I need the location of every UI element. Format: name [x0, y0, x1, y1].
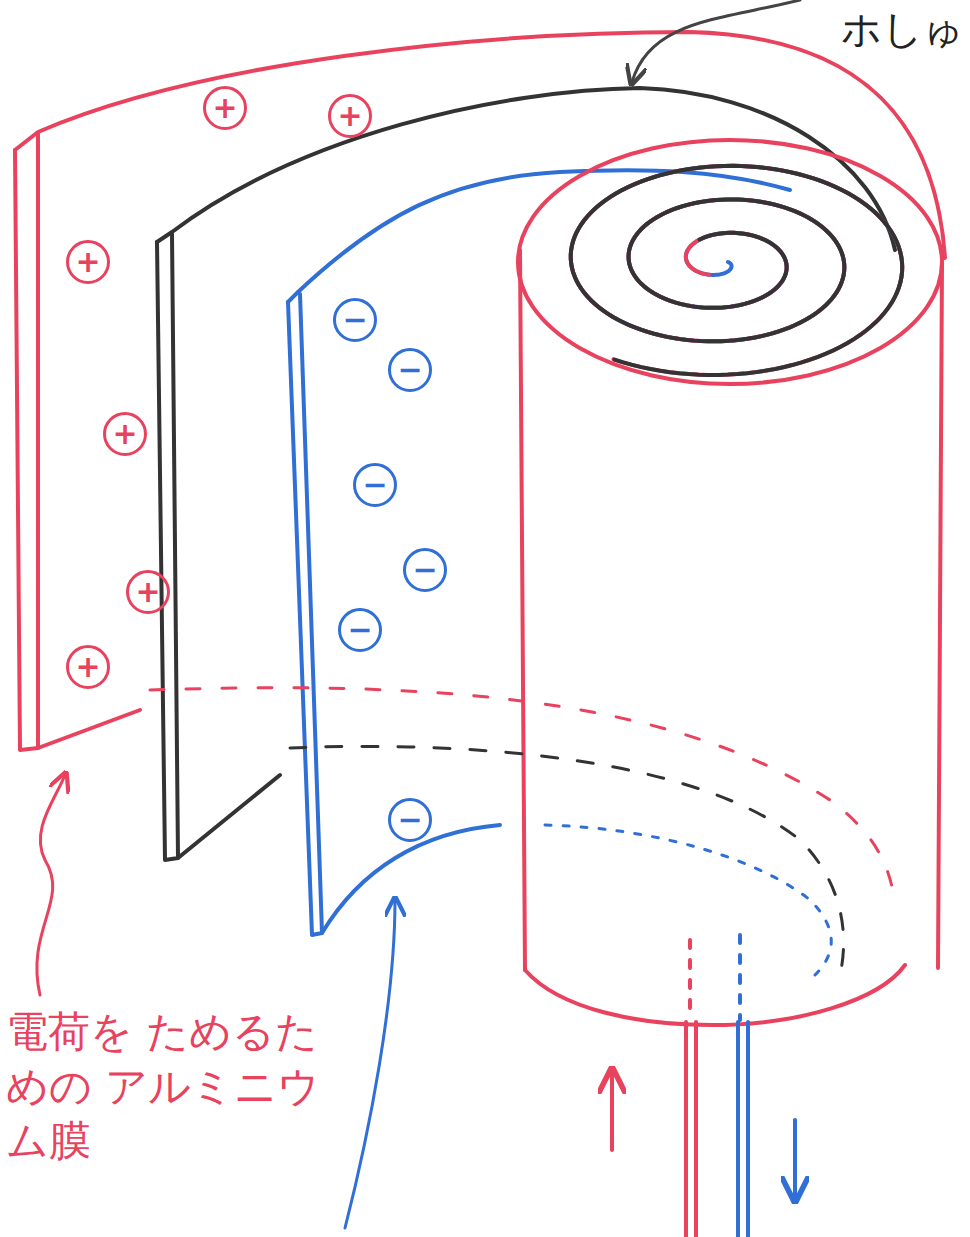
red-sheet-top [15, 32, 945, 258]
black-film-bottom [178, 775, 280, 858]
charge-symbol: − [338, 608, 382, 652]
blue-hidden-edge [545, 825, 831, 975]
note-label: ホしゅ [841, 2, 964, 57]
charge-symbol: + [203, 86, 247, 130]
charge-symbol: + [66, 240, 110, 284]
red-lead [686, 1022, 696, 1237]
leader-arrow [632, 0, 800, 82]
blue-sheet-edge [288, 294, 322, 935]
red-lead-hidden [688, 940, 692, 1020]
charge-symbol: − [388, 798, 432, 842]
charge-symbol: − [333, 298, 377, 342]
charge-symbol: + [328, 94, 372, 138]
blue-lead [738, 1022, 748, 1237]
spiral-layer [571, 166, 902, 375]
blue-lead-hidden [738, 935, 742, 1020]
current-arrow-up [610, 1072, 614, 1150]
black-film-edge [157, 234, 178, 860]
charge-symbol: + [103, 412, 147, 456]
charge-symbol: − [388, 348, 432, 392]
current-arrow-down [793, 1120, 797, 1198]
roll-spiral [571, 166, 902, 375]
roll-left [520, 250, 525, 970]
red-sheet-edge [15, 134, 38, 750]
roll-outer [518, 140, 942, 384]
roll-bottom [525, 965, 905, 1025]
charge-symbol: + [126, 570, 170, 614]
leader-arrow [345, 900, 395, 1228]
red-sheet-bottom [38, 710, 140, 748]
part-label: 電荷を ためるための アルミニウム膜 [6, 1005, 326, 1169]
charge-symbol: − [403, 548, 447, 592]
roll-right [938, 262, 942, 968]
black-hidden-edge [290, 746, 844, 975]
charge-symbol: + [66, 645, 110, 689]
spiral-layer [571, 166, 902, 375]
charge-symbol: − [353, 463, 397, 507]
leader-arrow [37, 775, 65, 995]
red-hidden-edge [150, 688, 895, 905]
